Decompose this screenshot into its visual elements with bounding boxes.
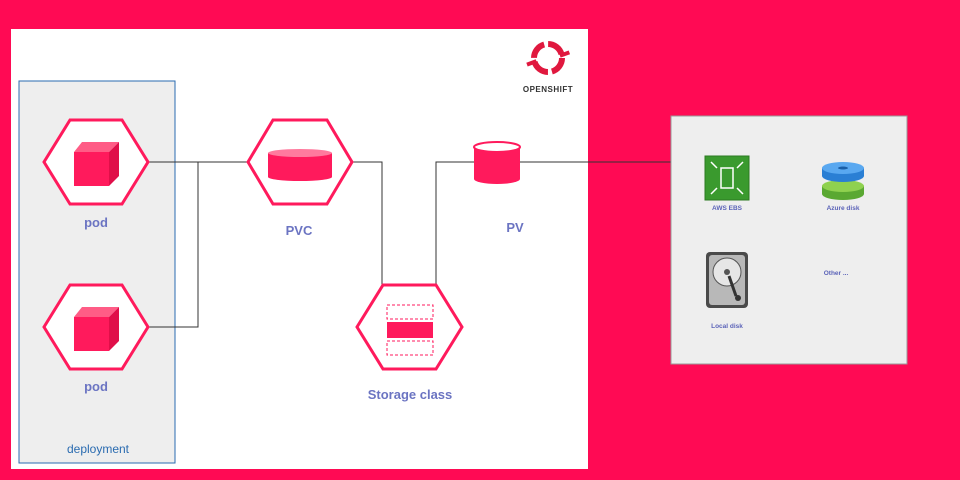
- aws-ebs-label: AWS EBS: [712, 205, 743, 212]
- disk-icon: [268, 149, 332, 181]
- local-disk-item: Local disk: [706, 252, 748, 330]
- pod-2-node: pod: [42, 283, 150, 394]
- azure-disk-icon: [822, 162, 864, 200]
- connector-storageclass-pv: [435, 161, 474, 285]
- storage-class-label: Storage class: [368, 387, 453, 402]
- aws-ebs-icon: [704, 155, 750, 201]
- pvc-label: PVC: [286, 223, 313, 238]
- pod-1-node: pod: [42, 118, 150, 230]
- pod-1-label: pod: [84, 215, 108, 230]
- azure-disk-label: Azure disk: [827, 205, 860, 212]
- cube-icon: [74, 142, 119, 186]
- azure-disk-item: Azure disk: [822, 162, 864, 212]
- backends-panel: [670, 115, 908, 365]
- storage-class-icon: [386, 304, 434, 356]
- connectors: [148, 161, 671, 328]
- openshift-logo: OPENSHIFT: [523, 41, 573, 94]
- aws-ebs-item: AWS EBS: [704, 155, 750, 212]
- connector-pvc-storageclass: [352, 161, 383, 285]
- local-disk-label: Local disk: [711, 323, 743, 330]
- storage-class-node: Storage class: [355, 283, 464, 402]
- openshift-logo-text: OPENSHIFT: [523, 85, 573, 94]
- database-icon: [473, 141, 521, 184]
- pv-label: PV: [506, 220, 524, 235]
- openshift-logo-icon: [526, 41, 571, 75]
- deployment-label: deployment: [67, 442, 130, 456]
- pv-node: PV: [473, 141, 524, 235]
- hard-disk-icon: [706, 252, 748, 308]
- pvc-node: PVC: [246, 118, 354, 238]
- pod-2-label: pod: [84, 379, 108, 394]
- connector-pod2-pvc: [148, 162, 199, 328]
- cube-icon: [74, 307, 119, 351]
- other-backend-label: Other ...: [824, 270, 849, 277]
